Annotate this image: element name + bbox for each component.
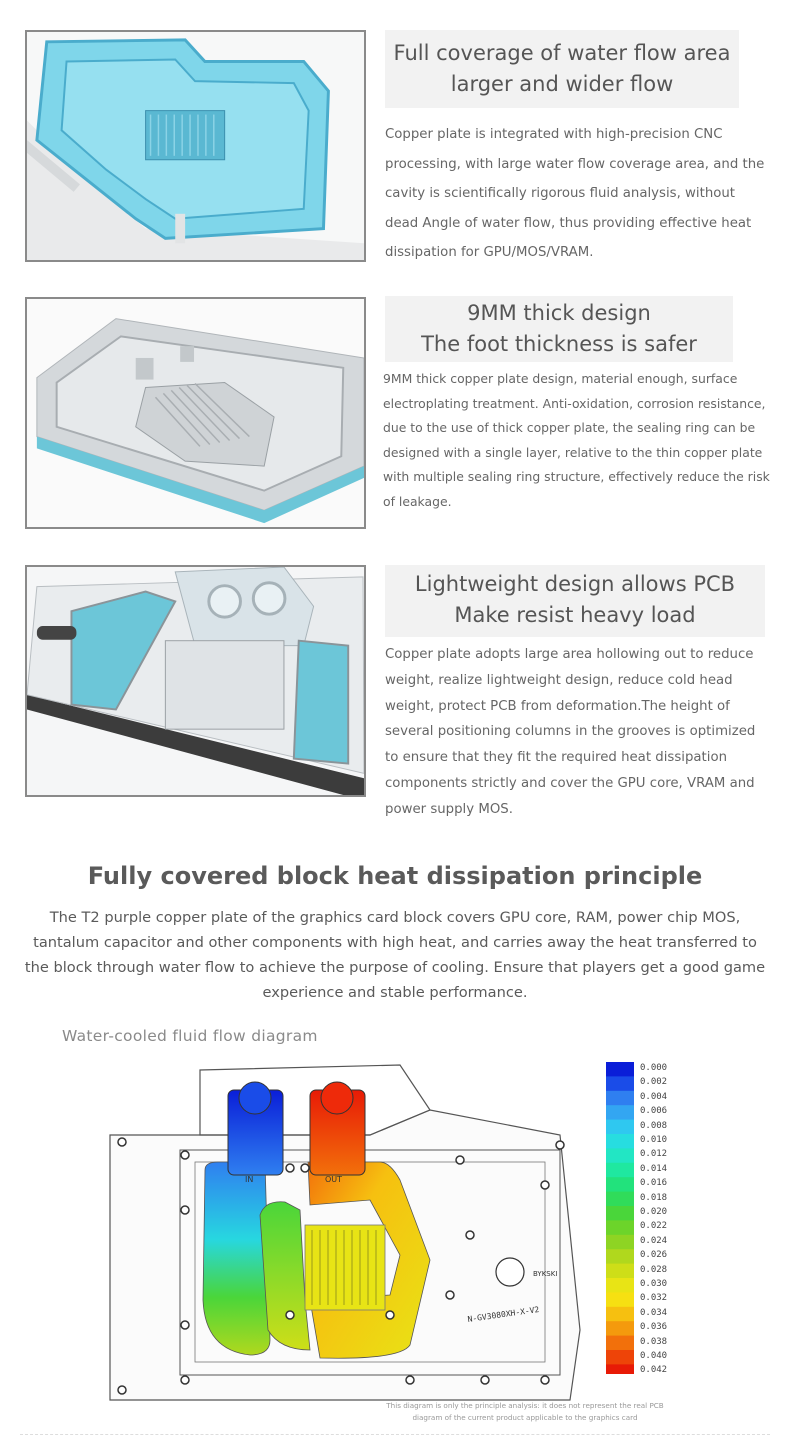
inlet-channel: [202, 1161, 271, 1356]
principle-description: The T2 purple copper plate of the graphi…: [24, 909, 766, 1001]
thickness-heading: 9MM thick design The foot thickness is s…: [385, 296, 733, 362]
legend-swatch: [606, 1249, 634, 1265]
legend-value: 0.012: [640, 1149, 668, 1160]
legend-swatch: [606, 1076, 634, 1092]
coverage-heading-line2: larger and wider flow: [450, 72, 674, 96]
brand-logo-label: BYKSKI: [533, 1270, 557, 1278]
water-block-image-2: [27, 299, 364, 527]
legend-value: 0.022: [640, 1221, 668, 1232]
legend-swatch: [606, 1105, 634, 1121]
legend-swatch: [606, 1321, 634, 1337]
legend-swatch: [606, 1364, 634, 1374]
legend-value: 0.026: [640, 1250, 668, 1261]
legend-value: 0.018: [640, 1192, 668, 1203]
legend-swatch: [606, 1335, 634, 1351]
legend-swatch: [606, 1062, 634, 1077]
diagram-caption: Water-cooled fluid flow diagram: [62, 1027, 318, 1045]
mounting-screws: [117, 1137, 565, 1395]
legend-value: 0.040: [640, 1351, 668, 1361]
inlet-label: IN: [245, 1175, 253, 1184]
legend-value: 0.004: [640, 1091, 668, 1102]
legend-swatch: [606, 1306, 634, 1322]
legend-value: 0.008: [640, 1120, 668, 1131]
legend-swatch: [606, 1220, 634, 1236]
brand-logo: [495, 1257, 525, 1287]
lightweight-description: Copper plate adopts large area hollowing…: [385, 647, 756, 817]
thickness-description: 9MM thick copper plate design, material …: [383, 371, 770, 509]
disclaimer-line1: This diagram is only the principle analy…: [386, 1401, 664, 1410]
water-block-image-3: [27, 567, 364, 795]
lightweight-heading-line2: Make resist heavy load: [454, 603, 696, 627]
principle-title: Fully covered block heat dissipation pri…: [87, 862, 703, 890]
fluid-flow-diagram: IN OUT BYKSKI N-GV3080XH-X-V2: [109, 1064, 581, 1401]
coverage-description: Copper plate is integrated with high-pre…: [385, 127, 765, 261]
legend-value: 0.006: [640, 1106, 668, 1117]
legend-swatch: [606, 1350, 634, 1365]
legend-color-bar: [606, 1062, 634, 1374]
coverage-heading-line1: Full coverage of water flow area: [393, 41, 731, 65]
bottom-divider: [20, 1434, 770, 1435]
legend-value: 0.038: [640, 1336, 668, 1347]
thickness-heading-line2: The foot thickness is safer: [421, 332, 697, 356]
outlet-label: OUT: [325, 1175, 342, 1184]
legend-swatch: [606, 1090, 634, 1106]
coverage-heading: Full coverage of water flow area larger …: [385, 30, 739, 108]
legend-value: 0.032: [640, 1293, 668, 1304]
legend-value: 0.016: [640, 1178, 668, 1189]
diagram-disclaimer: This diagram is only the principle analy…: [340, 1400, 710, 1424]
legend-value: 0.036: [640, 1322, 668, 1333]
legend-swatch: [606, 1134, 634, 1149]
legend-value: 0.002: [640, 1077, 668, 1088]
lightweight-photo: [25, 565, 366, 797]
legend-value: 0.028: [640, 1264, 668, 1275]
legend-value: 0.042: [640, 1365, 668, 1376]
disclaimer-line2: diagram of the current product applicabl…: [412, 1413, 638, 1422]
thickness-photo: [25, 297, 366, 529]
legend-swatch: [606, 1234, 634, 1250]
legend-swatch: [606, 1162, 634, 1178]
legend-swatch: [606, 1191, 634, 1207]
thickness-heading-line1: 9MM thick design: [467, 301, 651, 325]
legend-value: 0.034: [640, 1307, 668, 1318]
legend-value: 0.030: [640, 1279, 668, 1289]
legend-value: 0.024: [640, 1235, 668, 1246]
lightweight-heading: Lightweight design allows PCB Make resis…: [385, 565, 765, 637]
legend-swatch: [606, 1177, 634, 1193]
legend-value: 0.014: [640, 1163, 668, 1174]
legend-value: 0.010: [640, 1135, 668, 1145]
water-block-image-1: [27, 32, 364, 260]
legend-swatch: [606, 1263, 634, 1279]
lightweight-heading-line1: Lightweight design allows PCB: [414, 572, 736, 596]
gpu-fin-area: [304, 1224, 386, 1311]
legend-value: 0.020: [640, 1207, 668, 1217]
legend-swatch: [606, 1278, 634, 1293]
coverage-photo: [25, 30, 366, 262]
legend-swatch: [606, 1119, 634, 1135]
legend-swatch: [606, 1292, 634, 1308]
legend-swatch: [606, 1206, 634, 1221]
legend-swatch: [606, 1148, 634, 1164]
color-legend: 0.000 0.002 0.004 0.006 0.008 0.010 0.012 0.014…: [606, 1062, 686, 1382]
legend-value: 0.000: [640, 1063, 668, 1073]
